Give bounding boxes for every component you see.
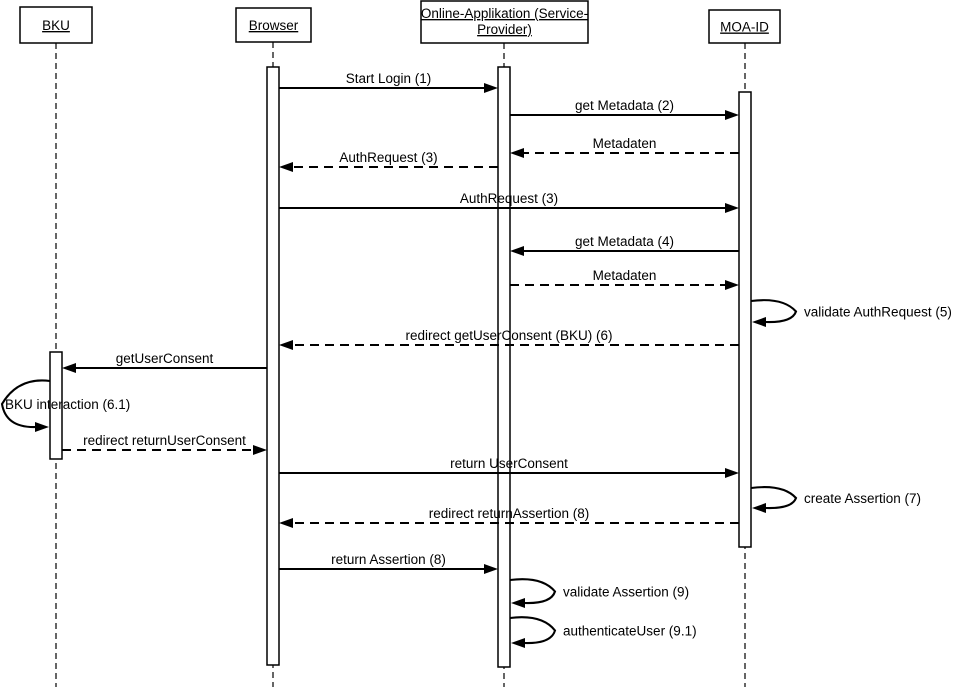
self-validate-assertion-9-loop xyxy=(509,578,557,605)
self-validate-authrequest-5-label: validate AuthRequest (5) xyxy=(804,304,952,319)
self-bku-interaction-6-1-label: BKU interaction (6.1) xyxy=(5,397,130,412)
msg-return-userconsent-label: return UserConsent xyxy=(450,456,568,471)
msg-getuserconsent-arrowhead xyxy=(62,363,76,373)
msg-redirect-returnuserconsent-arrowhead xyxy=(253,445,267,455)
msg-redirect-returnassertion-8-arrowhead xyxy=(279,518,293,528)
msg-metadaten-reply-1-label: Metadaten xyxy=(593,136,657,151)
msg-redirect-returnuserconsent-label: redirect returnUserConsent xyxy=(83,433,246,448)
actor-label-moaid: MOA-ID xyxy=(720,20,769,35)
activation-bku xyxy=(49,351,63,460)
self-validate-assertion-9-arrowhead xyxy=(511,598,525,608)
self-authenticateuser-9-1-arrowhead xyxy=(511,638,525,648)
msg-get-metadata-4-label: get Metadata (4) xyxy=(575,234,674,249)
msg-return-userconsent-arrowhead xyxy=(725,468,739,478)
msg-metadaten-reply-2-arrowhead xyxy=(725,280,739,290)
msg-authrequest-3-redirect-label: AuthRequest (3) xyxy=(339,150,437,165)
actor-box-oa xyxy=(420,0,589,44)
actor-label-browser: Browser xyxy=(249,18,299,33)
activation-moaid xyxy=(738,91,752,548)
actor-box-browser xyxy=(235,7,312,43)
msg-return-assertion-8-label: return Assertion (8) xyxy=(331,552,446,567)
msg-return-assertion-8-arrowhead xyxy=(484,564,498,574)
self-create-assertion-7-arrowhead xyxy=(752,503,766,513)
self-create-assertion-7-label: create Assertion (7) xyxy=(804,491,921,506)
msg-metadaten-reply-2-label: Metadaten xyxy=(593,268,657,283)
msg-authrequest-3-redirect-arrowhead xyxy=(279,162,293,172)
self-validate-authrequest-5-arrowhead xyxy=(752,317,766,327)
activation-browser xyxy=(266,66,280,666)
msg-get-metadata-2-label: get Metadata (2) xyxy=(575,98,674,113)
msg-get-metadata-2-arrowhead xyxy=(725,110,739,120)
self-authenticateuser-9-1-loop xyxy=(509,616,557,645)
self-create-assertion-7-loop xyxy=(750,486,798,510)
msg-redirect-getuserconsent-6-arrowhead xyxy=(279,340,293,350)
self-validate-assertion-9-label: validate Assertion (9) xyxy=(563,584,689,599)
self-bku-interaction-6-1-arrowhead xyxy=(35,422,49,432)
actor-box-moaid xyxy=(708,9,781,44)
msg-metadaten-reply-1-arrowhead xyxy=(510,148,524,158)
msg-authrequest-3-label: AuthRequest (3) xyxy=(460,191,558,206)
msg-authrequest-3-arrowhead xyxy=(725,203,739,213)
msg-redirect-getuserconsent-6-label: redirect getUserConsent (BKU) (6) xyxy=(405,328,612,343)
msg-get-metadata-4-arrowhead xyxy=(510,246,524,256)
msg-getuserconsent-label: getUserConsent xyxy=(116,351,214,366)
msg-start-login-1-arrowhead xyxy=(484,83,498,93)
self-bku-interaction-6-1-loop xyxy=(0,379,51,429)
actor-label-oa: Online-Applikation (Service-Provider) xyxy=(421,6,588,37)
actor-box-bku xyxy=(19,6,93,44)
activation-oa xyxy=(497,66,511,668)
msg-start-login-1-label: Start Login (1) xyxy=(346,71,432,86)
self-authenticateuser-9-1-label: authenticateUser (9.1) xyxy=(563,623,697,638)
actor-label-bku: BKU xyxy=(42,18,70,33)
self-validate-authrequest-5-loop xyxy=(750,299,798,324)
msg-redirect-returnassertion-8-label: redirect returnAssertion (8) xyxy=(429,506,590,521)
